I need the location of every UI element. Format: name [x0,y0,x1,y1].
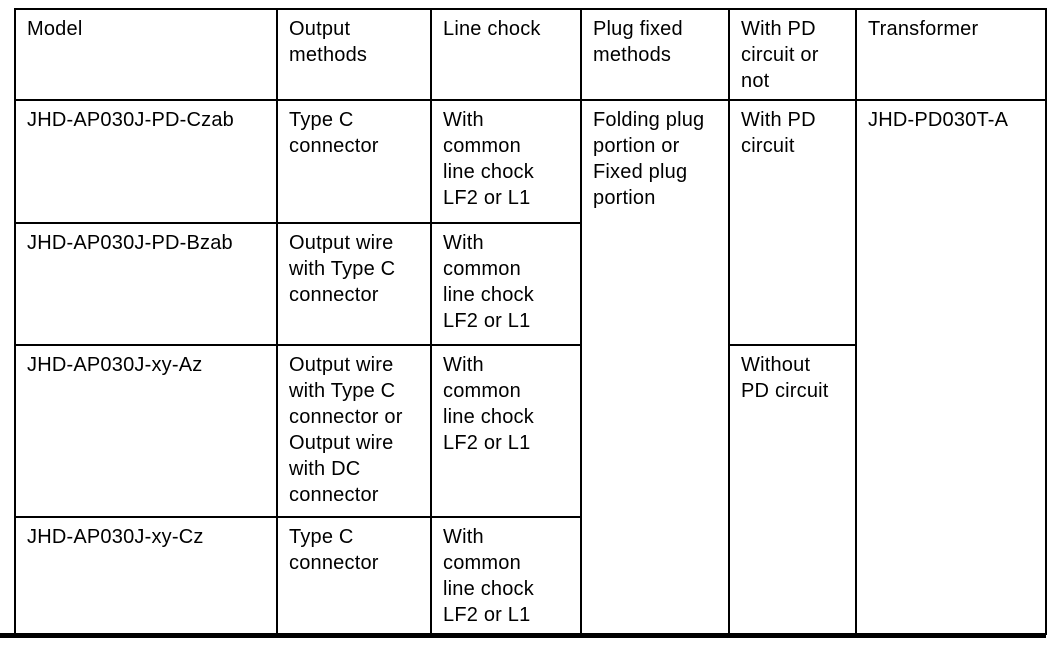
column-header-plug-fixed-methods: Plug fixed methods [580,8,730,101]
bottom-rule [0,633,1046,638]
table-row: JHD-AP030J-PD-Bzab Output wire with Type… [14,222,1046,346]
cell-model: JHD-AP030J-xy-Cz [14,516,278,635]
cell-model: JHD-AP030J-PD-Bzab [14,222,278,346]
cell-transformer: JHD-PD030T-A [855,99,1047,635]
table-header-row: Model Output methods Line chock Plug fix… [14,8,1047,101]
cell-line-chock: With common line chock LF2 or L1 [430,222,582,346]
column-header-output-methods: Output methods [276,8,432,101]
column-header-transformer: Transformer [855,8,1047,101]
table-row: JHD-AP030J-xy-Cz Type C connector With c… [14,516,1046,635]
spec-table: Model Output methods Line chock Plug fix… [14,8,1047,635]
cell-plug-fixed-methods: Folding plug portion or Fixed plug porti… [580,99,730,635]
cell-line-chock: With common line chock LF2 or L1 [430,516,582,635]
cell-output-method: Type C connector [276,516,432,635]
cell-without-pd-circuit: Without PD circuit [728,344,857,635]
column-header-pd-circuit: With PD circuit or not [728,8,857,101]
cell-model: JHD-AP030J-PD-Czab [14,99,278,224]
cell-line-chock: With common line chock LF2 or L1 [430,99,582,224]
cell-output-method: Output wire with Type C connector or Out… [276,344,432,518]
cell-output-method: Type C connector [276,99,432,224]
column-header-line-chock: Line chock [430,8,582,101]
table-row: JHD-AP030J-PD-Czab Type C connector With… [14,99,1047,635]
cell-output-method: Output wire with Type C connector [276,222,432,346]
column-header-model: Model [14,8,278,101]
cell-model: JHD-AP030J-xy-Az [14,344,278,518]
cell-with-pd-circuit: With PD circuit [728,99,857,346]
cell-line-chock: With common line chock LF2 or L1 [430,344,582,518]
